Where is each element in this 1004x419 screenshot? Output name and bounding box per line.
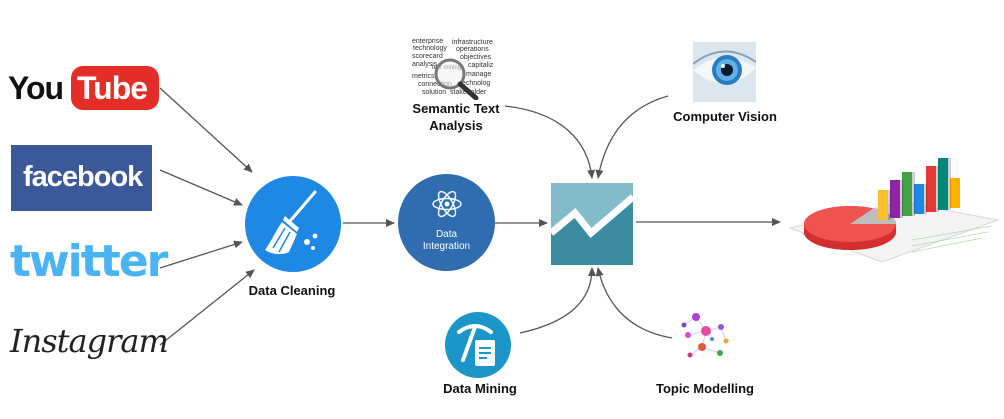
data-cleaning-label: Data Cleaning: [248, 283, 336, 298]
3d-chart-icon: [788, 158, 1000, 263]
cloud-word: enterprise: [412, 38, 444, 45]
eye-icon: [693, 42, 756, 102]
broom-icon: [265, 190, 318, 255]
analytics-chart-icon: [551, 183, 633, 265]
cloud-word: infrastructure: [452, 39, 493, 46]
data-integration-node: Data Integration: [398, 174, 495, 271]
cloud-word: capitaliz: [468, 62, 494, 69]
arrow-facebook-to-cleaning: [159, 169, 243, 206]
pickaxe-document-icon: [457, 324, 495, 366]
youtube-logo: You Tube: [8, 66, 159, 110]
network-graph-icon: [681, 313, 729, 358]
cloud-word: operations: [456, 46, 489, 53]
cloud-word: analysis: [412, 61, 438, 68]
cloud-word: metrics: [412, 73, 435, 80]
facebook-logo: facebook: [11, 145, 152, 211]
arrow-vision-to-hub: [595, 95, 669, 179]
cloud-word: technolog: [460, 80, 491, 87]
data-integration-label-line1: Data: [435, 229, 458, 240]
youtube-tube-text: Tube: [77, 70, 148, 106]
topic-modelling-image: [676, 307, 736, 363]
computer-vision-label: Computer Vision: [673, 109, 777, 124]
youtube-tube-box: [71, 66, 159, 110]
cloud-word: scorecard: [412, 53, 443, 60]
data-cleaning-node: [245, 176, 341, 272]
instagram-logo: Instagram: [10, 320, 169, 368]
semantic-word-cloud: enterprise infrastructure technology ope…: [410, 38, 502, 100]
twitter-text: twitter: [10, 236, 168, 287]
cloud-word: objectives: [460, 54, 492, 61]
arrow-instagram-to-cleaning: [159, 269, 255, 346]
arrow-semantic-to-hub: [504, 105, 596, 179]
instagram-text: Instagram: [10, 322, 169, 360]
cloud-word: solution: [422, 89, 447, 96]
youtube-you-text: You: [8, 70, 64, 106]
arrow-youtube-to-cleaning: [159, 87, 253, 173]
arrow-mining-to-hub: [519, 267, 596, 334]
magnifying-glass-icon: [434, 58, 479, 100]
cloud-word: connection: [418, 81, 452, 88]
atom-icon: [432, 190, 462, 218]
data-mining-node: [445, 312, 511, 378]
data-integration-label-line2: Integration: [422, 241, 471, 252]
analytics-hub: [551, 183, 633, 265]
data-mining-label: Data Mining: [443, 381, 517, 396]
facebook-text: facebook: [23, 161, 143, 193]
arrow-topic-to-hub: [595, 267, 673, 339]
semantic-text-label-line1: Semantic Text: [412, 101, 500, 116]
arrow-twitter-to-cleaning: [159, 240, 243, 269]
topic-modelling-label: Topic Modelling: [656, 381, 754, 396]
computer-vision-image: [693, 42, 756, 102]
semantic-text-label-line2: Analysis: [429, 118, 483, 133]
output-chart-image: [782, 150, 1000, 270]
twitter-logo: twitter: [10, 236, 168, 292]
cloud-word: technology: [413, 45, 447, 52]
cloud-word: manage: [466, 71, 492, 78]
